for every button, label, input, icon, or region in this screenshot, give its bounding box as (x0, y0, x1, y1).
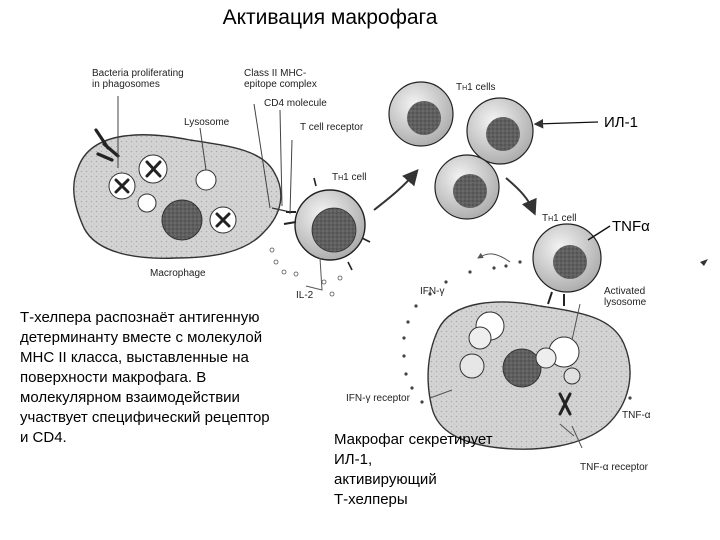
cd4-label: CD4 molecule (264, 98, 327, 109)
tcr-label: T cell receptor (300, 122, 364, 133)
th1-cell-right (532, 223, 602, 306)
th1-cell-left (283, 177, 371, 291)
th1-cells-label: TH1 cells (456, 82, 496, 93)
tnf-receptor-label: TNF-α receptor (580, 462, 649, 473)
lysosome-label: Lysosome (184, 117, 230, 128)
il1-label: ИЛ-1 (604, 114, 638, 131)
mhc-label: Class II MHC-epitope complex (244, 68, 317, 90)
activated-macrophage (427, 301, 631, 450)
ifn-label: IFN-γ (420, 286, 445, 297)
differentiation-arrow (505, 177, 537, 216)
resting-macrophage (73, 128, 291, 259)
il2-label: IL-2 (296, 290, 314, 301)
slide-title: Активация макрофага (222, 6, 438, 29)
left-leader-lines (117, 96, 293, 215)
tnf-label: TNFα (612, 218, 650, 235)
th1-cells-cluster (388, 81, 534, 220)
macrophage-label: Macrophage (150, 268, 206, 279)
pointer-triangle (700, 259, 708, 266)
ifn-receptor-label: IFN-γ receptor (346, 393, 410, 404)
tnf-alpha-label: TNF-α (622, 410, 651, 421)
il1-arrow (533, 118, 599, 129)
right-paragraph: Макрофаг секретирует ИЛ-1, активирующий … (334, 431, 493, 508)
proliferation-arrow (373, 168, 419, 211)
left-paragraph: Т-хелпера распознаёт антигенную детермин… (20, 309, 270, 446)
tnf-pointer-line (587, 225, 611, 241)
il2-dots (269, 247, 343, 297)
th1-cell-right-label: TH1 cell (542, 213, 577, 224)
th1-cell-label: TH1 cell (332, 172, 367, 183)
